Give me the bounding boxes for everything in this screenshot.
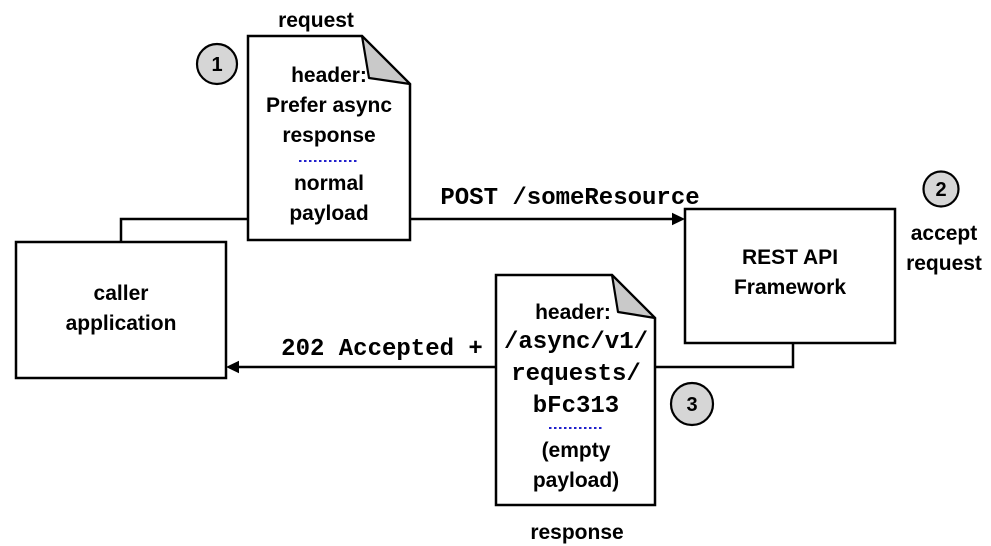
response-doc-mono-line1: /async/v1/ <box>504 329 648 356</box>
request-doc-payload-line2: payload <box>289 202 368 225</box>
request-doc-header-line3: response <box>282 124 375 147</box>
post-arrowhead-icon <box>672 212 685 226</box>
rest-api-label-line2: Framework <box>734 276 846 299</box>
response-document-shape <box>494 273 657 507</box>
response-arrowhead-icon <box>226 360 239 374</box>
step-2-badge <box>922 170 960 208</box>
response-arrow-line <box>238 343 795 369</box>
request-document-shape <box>246 34 412 242</box>
response-doc-header-label: header: <box>535 301 611 324</box>
request-doc-header-line2: Prefer async <box>266 94 392 117</box>
rest-api-framework-box <box>683 207 897 345</box>
accepted-message-label: 202 Accepted + <box>281 336 483 363</box>
request-doc-header-line1: header: <box>291 64 367 87</box>
request-doc-caption: request <box>278 9 354 32</box>
step-1-badge <box>195 42 239 86</box>
request-doc-payload-line1: normal <box>294 172 364 195</box>
step-2-label-line2: request <box>906 252 982 275</box>
step-3-badge <box>669 381 715 427</box>
caller-label-line2: application <box>66 312 177 335</box>
response-doc-mono-line3: bFc313 <box>533 393 619 420</box>
response-doc-payload-line2: payload) <box>533 469 619 492</box>
step-2-number: 2 <box>935 179 946 201</box>
caller-label-line1: caller <box>94 282 149 305</box>
response-doc-caption: response <box>530 521 623 544</box>
caller-application-box <box>14 240 228 380</box>
response-document-fold-icon <box>610 273 657 320</box>
step-3-number: 3 <box>686 394 697 416</box>
step-1-number: 1 <box>211 54 222 76</box>
rest-api-label-line1: REST API <box>742 246 838 269</box>
response-doc-mono-line2: requests/ <box>511 361 641 388</box>
response-doc-payload-line1: (empty <box>542 439 611 462</box>
post-message-label: POST /someResource <box>440 185 699 212</box>
caller-to-request-connector <box>119 217 248 241</box>
request-document-fold-icon <box>360 34 412 86</box>
step-2-label-line1: accept <box>911 222 978 245</box>
